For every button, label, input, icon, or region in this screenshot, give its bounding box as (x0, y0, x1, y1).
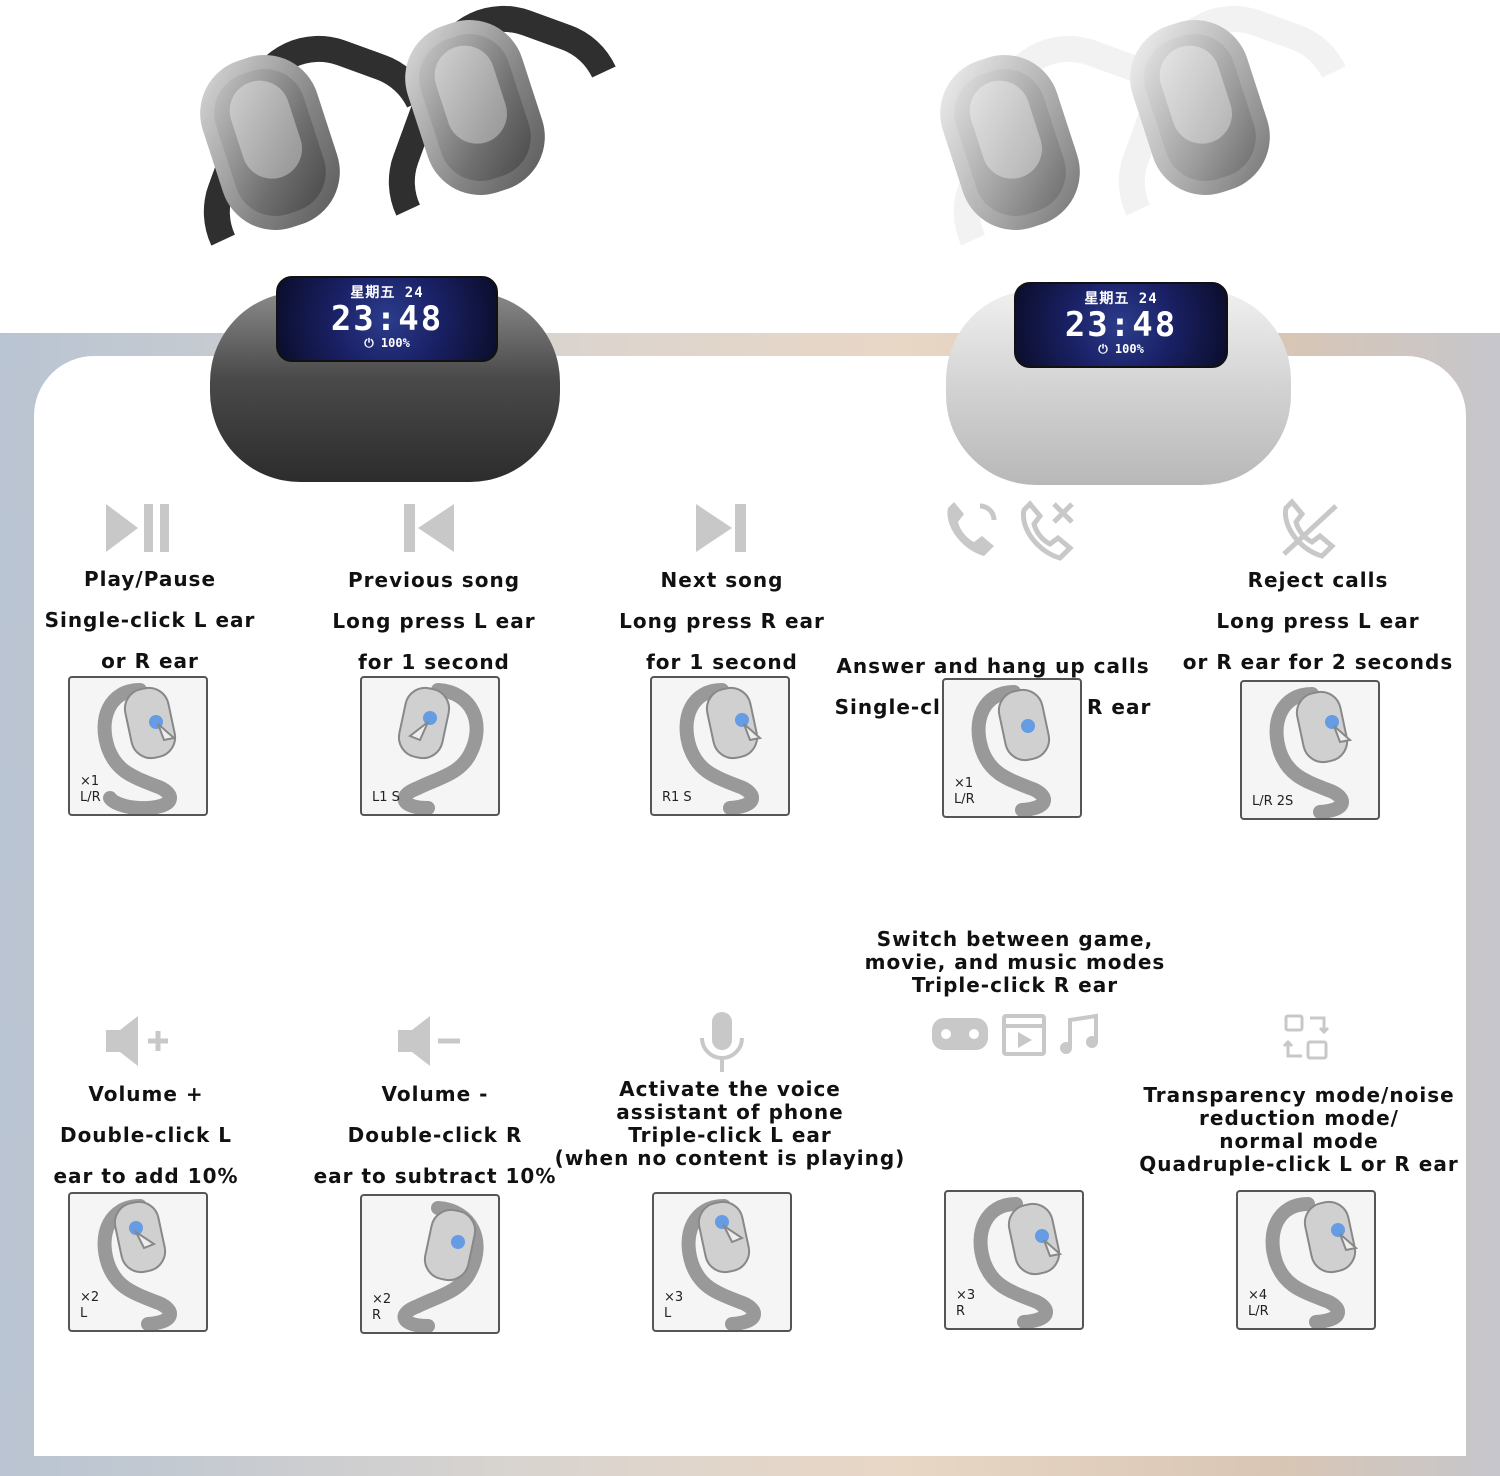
product-black: 星期五 24 23:48 ⏻ 100% (181, 0, 646, 490)
earbud-tap-illustration (397, 1201, 484, 1332)
label-line: Double-click R (347, 1123, 523, 1147)
label-volume-up: Volume + Double-click L ear to add 10% (30, 1074, 262, 1197)
label-line: Play/Pause (83, 567, 217, 591)
gesture-tag: ×3 L (664, 1290, 684, 1321)
earbud-tap-illustration (1269, 687, 1353, 818)
screen-battery-value: 100% (1114, 342, 1144, 356)
earbud-tap-illustration (973, 1197, 1063, 1328)
gesture-diagram-answer-hangup: ×1 L/R (942, 678, 1082, 818)
label-next-song: Next song Long press R ear for 1 second (602, 560, 842, 683)
next-track-icon (696, 504, 746, 552)
label-line: assistant of phone (616, 1100, 844, 1124)
screen-time: 23:48 (1064, 305, 1178, 345)
label-previous-song: Previous song Long press L ear for 1 sec… (314, 560, 554, 683)
label-line: for 1 second (646, 650, 798, 674)
label-line: Activate the voice (619, 1077, 841, 1101)
label-line: Answer and hang up calls (836, 654, 1150, 678)
volume-down-icon (398, 1016, 460, 1066)
earbud-tap-illustration (681, 1199, 761, 1330)
label-line: Volume - (381, 1082, 489, 1106)
gesture-diagram-volume-down: ×2 R (360, 1194, 500, 1334)
gesture-diagram-switch-modes: ×3 R (944, 1190, 1084, 1330)
gesture-diagram-play-pause: ×1 L/R (68, 676, 208, 816)
label-play-pause: Play/Pause Single-click L ear or R ear (30, 559, 270, 682)
earbud-tap-illustration (97, 683, 177, 814)
screen-date: 星期五 24 (350, 285, 424, 301)
label-line: Transparency mode/noise (1143, 1083, 1455, 1107)
game-movie-music-icon (932, 1013, 1098, 1056)
previous-track-icon (404, 504, 454, 552)
screen-battery: ⏻ 100% (1098, 342, 1144, 356)
case-screen: 星期五 24 23:48 ⏻ 100% (1014, 282, 1228, 368)
label-line: normal mode (1219, 1129, 1379, 1153)
earbud-tap-illustration (97, 1199, 177, 1330)
gesture-diagram-previous-song: L1 S (360, 676, 500, 816)
case-screen: 星期五 24 23:48 ⏻ 100% (276, 276, 498, 362)
label-reject-calls: Reject calls Long press L ear or R ear f… (1172, 560, 1464, 683)
gesture-diagram-volume-up: ×2 L (68, 1192, 208, 1332)
gesture-tag: L/R 2S (1252, 794, 1294, 809)
label-line: Long press L ear (332, 609, 536, 633)
gesture-tag: ×4 L/R (1248, 1288, 1269, 1319)
gesture-tag: ×1 L/R (80, 774, 101, 805)
screen-battery: ⏻ 100% (364, 336, 410, 350)
phone-answer-icon (947, 500, 1074, 561)
gesture-tag: L1 S (372, 790, 400, 805)
label-line: (when no content is playing) (554, 1146, 906, 1170)
label-line: Triple-click R ear (911, 973, 1119, 997)
play-pause-icon (106, 504, 169, 552)
microphone-icon (700, 1012, 744, 1072)
label-line: for 1 second (358, 650, 510, 674)
gesture-tag: R1 S (662, 790, 692, 805)
label-line: reduction mode/ (1199, 1106, 1399, 1130)
label-line: Previous song (347, 568, 521, 592)
gesture-tag: ×3 R (956, 1288, 976, 1319)
label-switch-modes: Switch between game, movie, and music mo… (850, 928, 1180, 997)
label-line: Long press R ear (619, 609, 825, 633)
earbud-tap-illustration (971, 685, 1051, 816)
label-voice-assistant: Activate the voice assistant of phone Tr… (544, 1078, 916, 1170)
label-line: Long press L ear (1216, 609, 1420, 633)
gesture-diagram-reject-calls: L/R 2S (1240, 680, 1380, 820)
screen-time: 23:48 (330, 299, 444, 339)
label-line: Reject calls (1247, 568, 1389, 592)
label-line: Quadruple-click L or R ear (1139, 1152, 1459, 1176)
phone-reject-icon (1282, 498, 1338, 559)
screen-date: 星期五 24 (1084, 291, 1158, 307)
label-line: Double-click L (59, 1123, 233, 1147)
earbud-tap-illustration (679, 683, 763, 814)
gesture-tag: ×1 L/R (954, 776, 975, 807)
mode-switch-icon (1282, 1014, 1330, 1060)
earbud-tap-illustration (397, 683, 484, 814)
screen-battery-value: 100% (380, 336, 410, 350)
label-line: ear to subtract 10% (313, 1164, 557, 1188)
gesture-diagram-next-song: R1 S (650, 676, 790, 816)
label-line: Switch between game, (876, 927, 1154, 951)
label-line: Single-click L ear (44, 608, 256, 632)
gesture-diagram-voice-assistant: ×3 L (652, 1192, 792, 1332)
gesture-tag: ×2 R (372, 1292, 392, 1323)
label-line: Volume + (88, 1082, 204, 1106)
label-volume-down: Volume - Double-click R ear to subtract … (300, 1074, 570, 1197)
label-transparency-mode: Transparency mode/noise reduction mode/ … (1126, 1084, 1472, 1176)
gesture-tag: ×2 L (80, 1290, 100, 1321)
earbud-tap-illustration (1265, 1197, 1359, 1328)
label-line: or R ear for 2 seconds (1182, 650, 1454, 674)
label-line: Triple-click L ear (628, 1123, 832, 1147)
label-line: movie, and music modes (864, 950, 1166, 974)
product-white: 星期五 24 23:48 ⏻ 100% (925, 0, 1376, 490)
label-line: or R ear (101, 649, 199, 673)
label-line: Next song (660, 568, 784, 592)
gesture-diagram-transparency-mode: ×4 L/R (1236, 1190, 1376, 1330)
volume-up-icon (106, 1016, 168, 1066)
label-line: ear to add 10% (53, 1164, 239, 1188)
